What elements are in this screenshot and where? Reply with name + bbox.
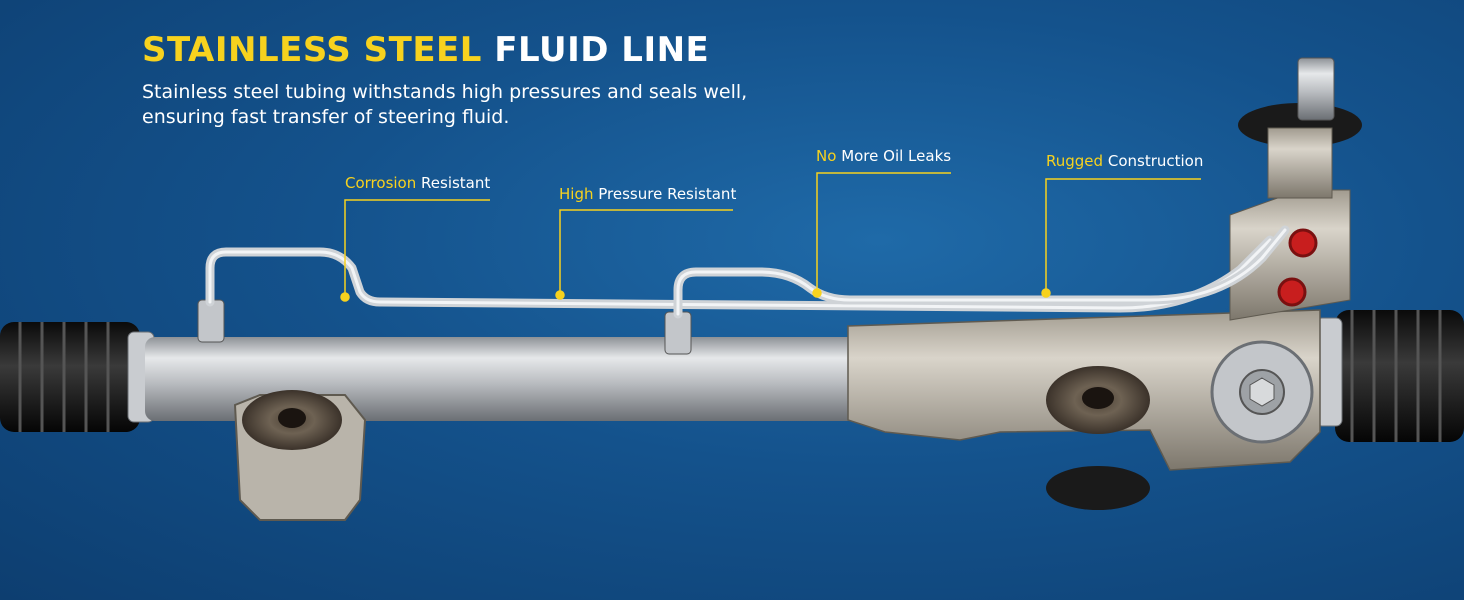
callout-highlight: Corrosion xyxy=(345,174,417,192)
headline-accent: STAINLESS STEEL xyxy=(142,30,482,70)
pinion-tower xyxy=(1229,57,1362,321)
callout-leaders xyxy=(340,172,1201,302)
subtitle: Stainless steel tubing withstands high p… xyxy=(142,80,782,130)
left-mount-bushing xyxy=(233,390,367,521)
subtitle-line-1: Stainless steel tubing withstands high p… xyxy=(142,81,748,103)
callout-highlight: Rugged xyxy=(1046,152,1104,170)
headline: STAINLESS STEEL FLUID LINE xyxy=(142,30,709,70)
callout-high-pressure-resistant: High Pressure Resistant xyxy=(559,185,736,203)
port-cap-upper xyxy=(1288,228,1318,258)
callout-text: Pressure Resistant xyxy=(598,185,737,203)
left-boot xyxy=(0,322,140,432)
callout-highlight: High xyxy=(559,185,594,203)
callout-text: More Oil Leaks xyxy=(841,147,952,165)
callout-text: Construction xyxy=(1107,152,1204,170)
adjuster-nut xyxy=(1210,340,1314,444)
right-boot xyxy=(1335,310,1464,442)
right-mount-bushing xyxy=(1046,366,1150,510)
callout-no-more-oil-leaks: No More Oil Leaks xyxy=(816,147,951,165)
callout-corrosion-resistant: Corrosion Resistant xyxy=(345,174,490,192)
subtitle-line-2: ensuring fast transfer of steering fluid… xyxy=(142,106,510,128)
callout-highlight: No xyxy=(816,147,837,165)
port-cap-lower xyxy=(1277,277,1307,307)
fluid-lines xyxy=(205,225,1290,319)
callout-rugged-construction: Rugged Construction xyxy=(1046,152,1203,170)
callout-text: Resistant xyxy=(421,174,491,192)
headline-rest: FLUID LINE xyxy=(494,30,710,70)
